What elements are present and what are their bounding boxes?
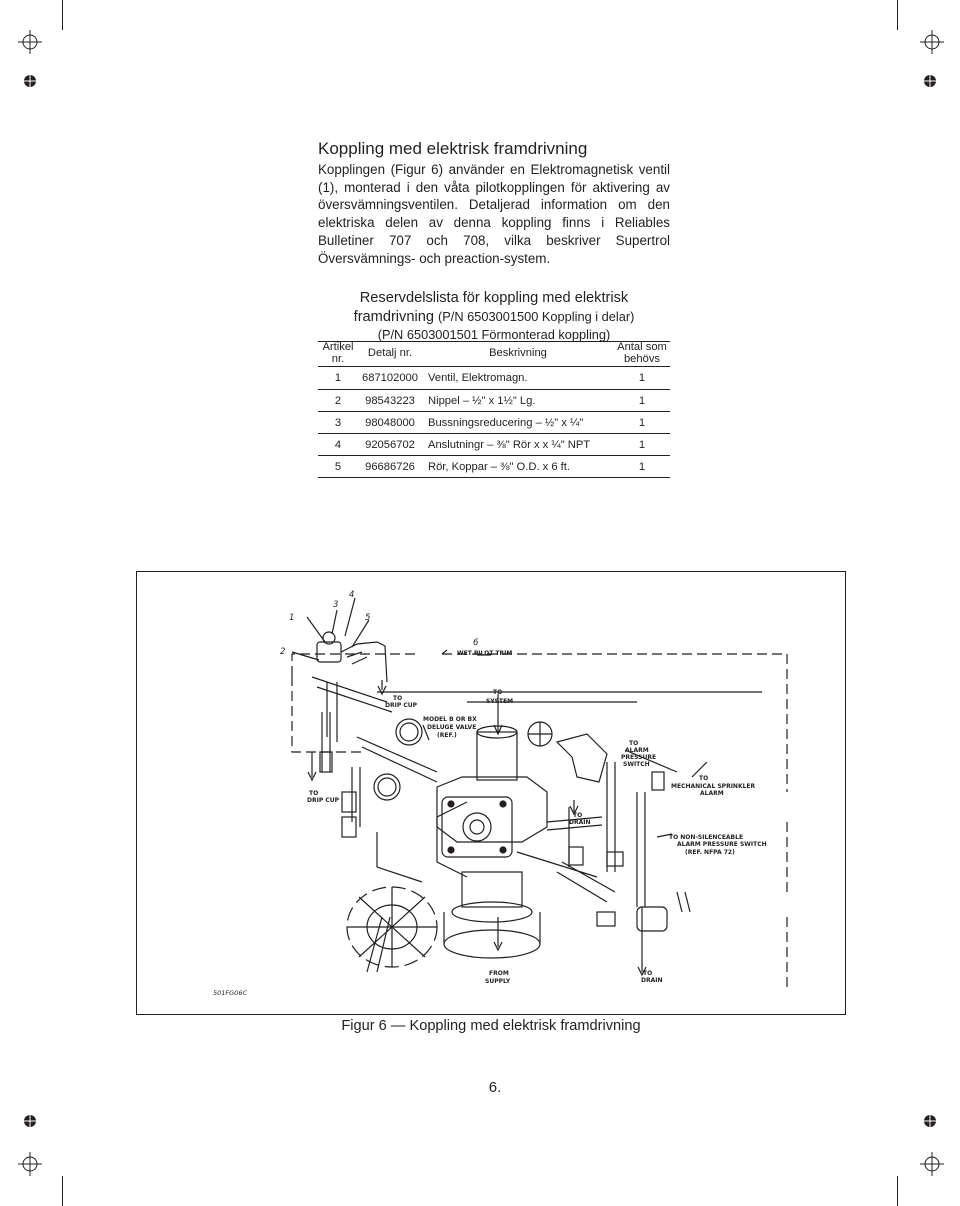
cell-article: 3 — [318, 411, 358, 434]
caption-line-1: Reservdelslista för koppling med elektri… — [359, 290, 629, 306]
caption-line-3: (P/N 6503001501 Förmonterad koppling) — [377, 327, 611, 342]
registration-dot-bottom-right-icon — [922, 1113, 938, 1129]
registration-mark-bottom-left-icon — [18, 1152, 42, 1176]
cell-article: 5 — [318, 455, 358, 478]
label-alarm-switch-line-4: SWITCH — [623, 761, 650, 768]
wet-pilot-trim-diagram: 1 2 3 4 5 6 WET PILOT TRIM TO DRIP CUP T… — [213, 590, 788, 997]
label-to-system-line-2: SYSTEM — [486, 698, 513, 705]
registration-mark-bottom-right-icon — [920, 1152, 944, 1176]
label-to-drain-2-line-2: DRAIN — [641, 977, 663, 984]
crop-line-top-right — [897, 0, 898, 30]
cell-detail: 98543223 — [358, 389, 422, 412]
header-description: Beskrivning — [422, 341, 614, 367]
caption-line-2: framdrivning (P/N 6503001500 Koppling i … — [318, 308, 670, 327]
page-number: 6. — [488, 1079, 502, 1096]
section-body: Kopplingen (Figur 6) använder en Elektro… — [318, 162, 670, 266]
header-detail: Detalj nr. — [358, 341, 422, 367]
label-mechanical-alarm-line-2: MECHANICAL SPRINKLER — [671, 783, 756, 790]
callout-1: 1 — [289, 613, 294, 623]
label-deluge-valve-line-3: (REF.) — [437, 732, 457, 739]
label-wet-pilot-trim: WET PILOT TRIM — [457, 650, 512, 657]
label-deluge-valve-line-1: MODEL B OR BX — [423, 716, 477, 723]
cell-detail: 92056702 — [358, 433, 422, 456]
label-to-drain-2-line-1: TO — [643, 970, 652, 977]
label-mechanical-alarm-line-3: ALARM — [700, 790, 724, 797]
figure-code: 501FG06C — [213, 989, 247, 997]
header-article: Artikel nr. — [318, 341, 358, 367]
cell-description: Rör, Koppar – ⅜" O.D. x 6 ft. — [422, 455, 614, 478]
label-deluge-valve-line-2: DELUGE VALVE — [427, 724, 476, 731]
crop-line-top-left — [62, 0, 63, 30]
cell-quantity: 1 — [614, 455, 670, 478]
label-alarm-switch-line-2: ALARM — [625, 747, 649, 754]
callout-6: 6 — [473, 638, 479, 648]
cell-article: 2 — [318, 389, 358, 412]
label-mechanical-alarm-line-1: TO — [699, 775, 708, 782]
registration-dot-bottom-left-icon — [22, 1113, 38, 1129]
label-drip-cup-2-line-2: DRIP CUP — [307, 797, 340, 804]
label-to-drain-1-line-2: DRAIN — [569, 819, 591, 826]
callout-4: 4 — [349, 590, 354, 600]
label-from-supply-line-2: SUPPLY — [485, 978, 511, 985]
cell-quantity: 1 — [614, 366, 670, 390]
caption-line-2-main: framdrivning — [353, 308, 434, 325]
registration-dot-top-right-icon — [922, 73, 938, 89]
parts-table-caption: Reservdelslista för koppling med elektri… — [318, 290, 670, 344]
table-row: 1 687102000 Ventil, Elektromagn. 1 — [318, 366, 670, 390]
callout-2: 2 — [280, 647, 285, 657]
registration-mark-top-right-icon — [920, 30, 944, 54]
cell-quantity: 1 — [614, 433, 670, 456]
cell-detail: 96686726 — [358, 455, 422, 478]
header-quantity: Antal som behövs — [614, 341, 670, 367]
caption-line-2-small: (P/N 6503001500 Koppling i delar) — [438, 308, 635, 324]
label-non-silenceable-line-3: (REF. NFPA 72) — [685, 849, 735, 856]
label-to-drain-1-line-1: TO — [573, 812, 582, 819]
label-from-supply-line-1: FROM — [489, 970, 509, 977]
table-row: 2 98543223 Nippel – ½" x 1½" Lg. 1 — [318, 389, 670, 412]
crop-line-bottom-left — [62, 1176, 63, 1206]
label-drip-cup-1-line-2: DRIP CUP — [385, 702, 418, 709]
cell-detail: 687102000 — [358, 366, 422, 390]
registration-mark-top-left-icon — [18, 30, 42, 54]
figure-frame: 1 2 3 4 5 6 WET PILOT TRIM TO DRIP CUP T… — [136, 571, 846, 1015]
cell-quantity: 1 — [614, 389, 670, 412]
label-non-silenceable-line-1: TO NON-SILENCEABLE — [669, 834, 743, 841]
cell-article: 4 — [318, 433, 358, 456]
callout-5: 5 — [365, 613, 370, 623]
callout-3: 3 — [333, 600, 338, 610]
cell-detail: 98048000 — [358, 411, 422, 434]
table-header-row: Artikel nr. Detalj nr. Beskrivning Antal… — [318, 341, 670, 367]
figure-caption: Figur 6 — Koppling med elektrisk framdri… — [341, 1018, 641, 1034]
cell-article: 1 — [318, 366, 358, 390]
label-non-silenceable-line-2: ALARM PRESSURE SWITCH — [677, 841, 767, 848]
crop-line-bottom-right — [897, 1176, 898, 1206]
cell-description: Bussningsreducering – ½" x ¼" — [422, 411, 614, 434]
section-heading: Koppling med elektrisk framdrivning — [318, 139, 588, 158]
parts-table: Artikel nr. Detalj nr. Beskrivning Antal… — [318, 341, 670, 478]
table-row: 4 92056702 Anslutningr – ⅜" Rör x x ¼" N… — [318, 433, 670, 456]
label-alarm-switch-line-3: PRESSURE — [621, 754, 656, 761]
label-drip-cup-1-line-1: TO — [393, 695, 402, 702]
label-drip-cup-2-line-1: TO — [309, 790, 318, 797]
table-row: 5 96686726 Rör, Koppar – ⅜" O.D. x 6 ft.… — [318, 455, 670, 478]
registration-dot-top-left-icon — [22, 73, 38, 89]
label-alarm-switch-line-1: TO — [629, 740, 638, 747]
label-to-system-line-1: TO — [493, 689, 502, 696]
table-row: 3 98048000 Bussningsreducering – ½" x ¼"… — [318, 411, 670, 434]
cell-description: Anslutningr – ⅜" Rör x x ¼" NPT — [422, 433, 614, 456]
cell-description: Nippel – ½" x 1½" Lg. — [422, 389, 614, 412]
cell-quantity: 1 — [614, 411, 670, 434]
cell-description: Ventil, Elektromagn. — [422, 366, 614, 390]
